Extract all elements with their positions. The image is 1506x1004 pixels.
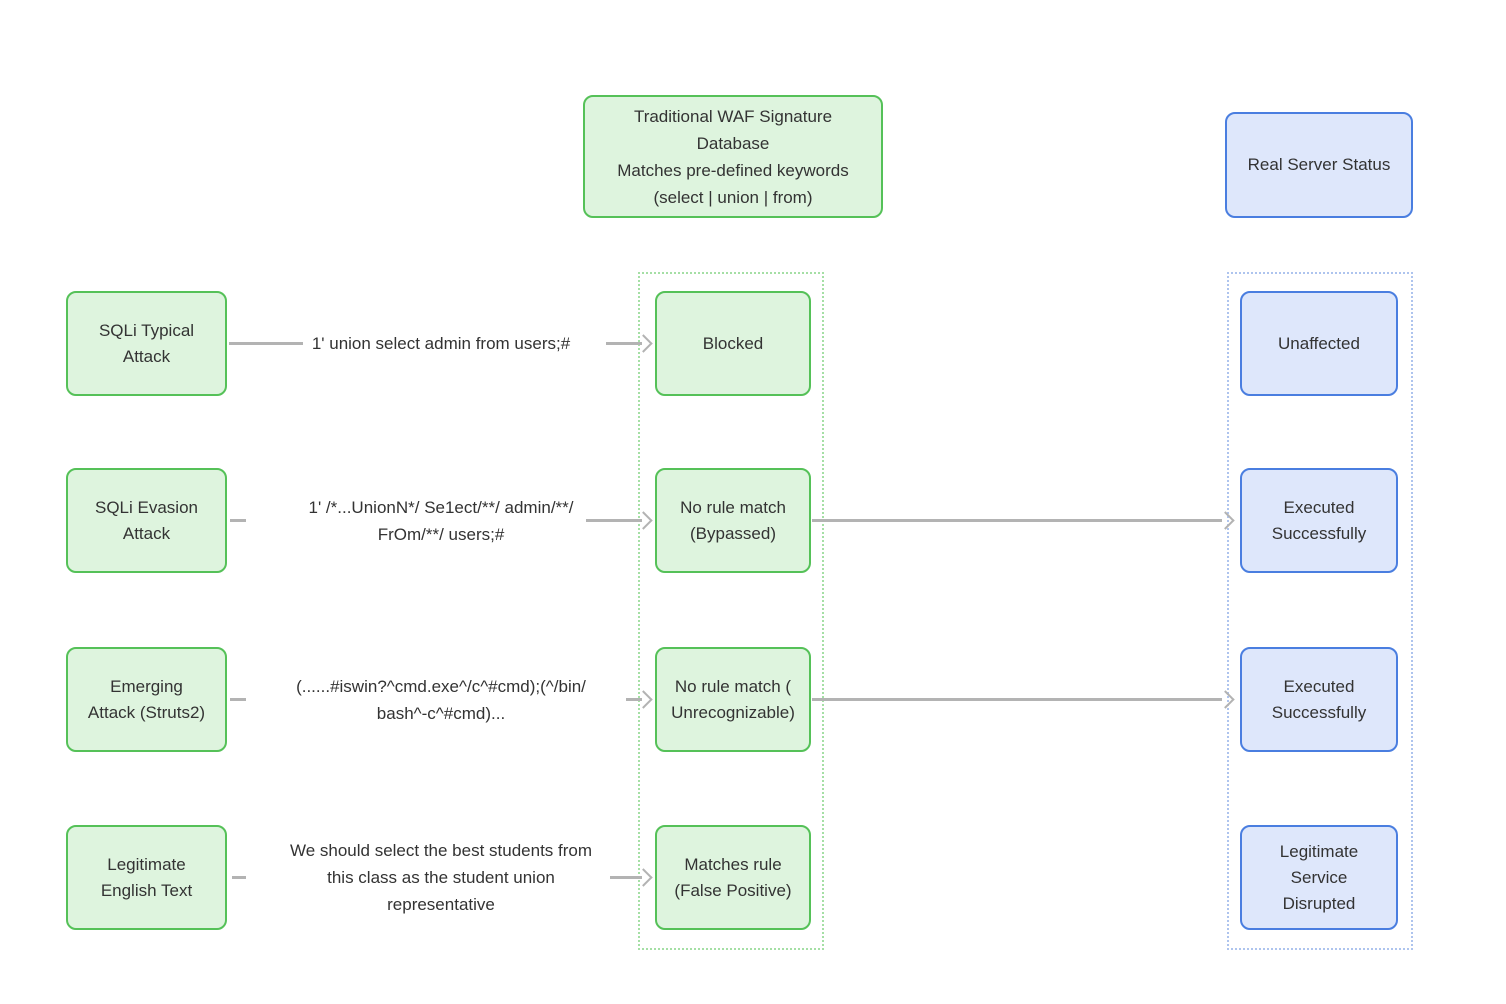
node-waf-no-rule-match-bypassed: No rule match (Bypassed)	[655, 468, 811, 573]
real-server-status-header: Real Server Status	[1225, 112, 1413, 218]
node-server-legitimate-service-disrupted: Legitimate Service Disrupted	[1240, 825, 1398, 930]
connector-line	[812, 698, 1222, 701]
connector-line	[229, 342, 303, 345]
node-waf-no-rule-match-unrecognizable: No rule match ( Unrecognizable)	[655, 647, 811, 752]
connector-line	[812, 519, 1222, 522]
payload-label-struts2: (......#iswin?^cmd.exe^/c^#cmd);(^/bin/ …	[296, 676, 586, 723]
payload-label-legitimate-text: We should select the best students from …	[289, 841, 593, 914]
node-sqli-typical-attack: SQLi Typical Attack	[66, 291, 227, 396]
connector-line	[232, 876, 246, 879]
connector-line	[586, 519, 642, 522]
payload-label-sqli-evasion: 1' /*...UnionN*/ Se1ect/**/ admin/**/ Fr…	[308, 497, 574, 544]
waf-results-container	[638, 272, 824, 950]
node-sqli-evasion-attack: SQLi Evasion Attack	[66, 468, 227, 573]
connector-line	[610, 876, 642, 879]
node-server-executed-successfully-2: Executed Successfully	[1240, 647, 1398, 752]
node-waf-blocked: Blocked	[655, 291, 811, 396]
connector-line	[606, 342, 642, 345]
node-server-executed-successfully-1: Executed Successfully	[1240, 468, 1398, 573]
connector-line	[230, 698, 246, 701]
connector-line	[230, 519, 246, 522]
payload-label-sqli-typical: 1' union select admin from users;#	[311, 334, 571, 353]
node-legitimate-english-text: Legitimate English Text	[66, 825, 227, 930]
node-server-unaffected: Unaffected	[1240, 291, 1398, 396]
node-waf-matches-rule-false-positive: Matches rule (False Positive)	[655, 825, 811, 930]
waf-signature-db-header: Traditional WAF Signature Database Match…	[583, 95, 883, 218]
connector-line	[626, 698, 642, 701]
node-emerging-attack-struts2: Emerging Attack (Struts2)	[66, 647, 227, 752]
server-status-container	[1227, 272, 1413, 950]
